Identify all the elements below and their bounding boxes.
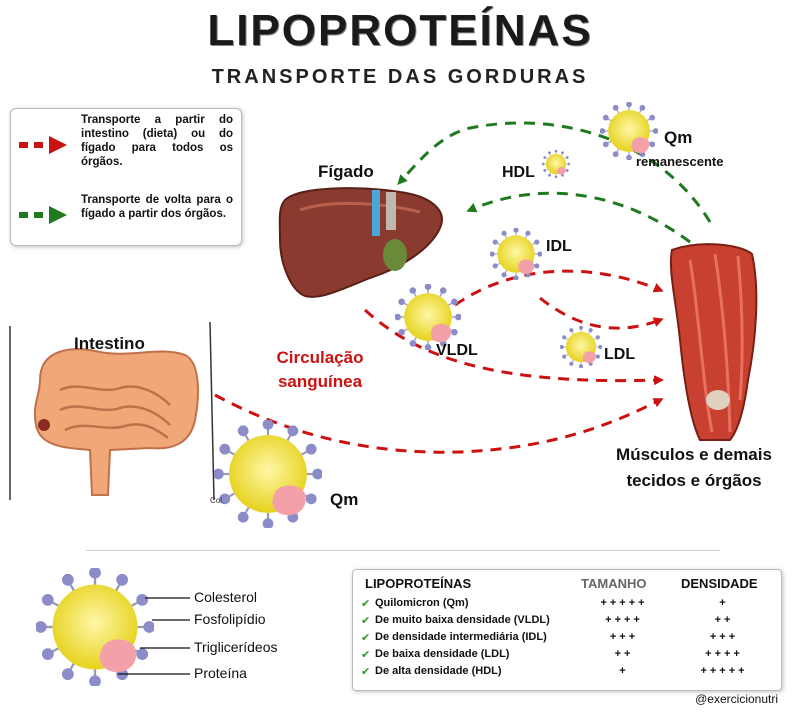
muscle-label-line1: Músculos e demais bbox=[616, 445, 772, 464]
table-row: ✔ De baixa densidade (LDL) ++ ++++ bbox=[361, 647, 773, 663]
table-header-size: TAMANHO bbox=[581, 576, 647, 591]
row-density: ++ bbox=[714, 614, 734, 626]
legend-red-text: Transporte a partir do intestino (dieta)… bbox=[81, 114, 233, 168]
table-header-density: DENSIDADE bbox=[681, 576, 758, 591]
row-density: +++ bbox=[709, 631, 739, 643]
arrow-vldl-to-muscle bbox=[454, 269, 664, 307]
ldl-particle bbox=[560, 326, 602, 368]
hdl-particle bbox=[542, 150, 570, 178]
intestine-illustration bbox=[9, 321, 215, 501]
check-icon: ✔ bbox=[361, 649, 371, 661]
arrow-hdl-to-liver bbox=[466, 191, 691, 244]
qm-label: Qm bbox=[330, 490, 359, 509]
circulation-label-line2: sanguínea bbox=[277, 372, 363, 391]
intestine-label: Intestino bbox=[74, 334, 145, 353]
table-row: ✔ De densidade intermediária (IDL) +++ +… bbox=[361, 630, 773, 646]
part-phospholipid: Fosfolipídio bbox=[194, 611, 266, 627]
muscle-label: Músculos e demais tecidos e órgãos bbox=[604, 442, 784, 494]
part-cholesterol: Colesterol bbox=[194, 589, 258, 605]
circulation-label-line1: Circulação bbox=[276, 348, 364, 367]
liver-label: Fígado bbox=[318, 162, 374, 181]
page-title: LIPOPROTEÍNAS bbox=[207, 6, 593, 55]
author-handle: @exercicionutri bbox=[695, 692, 778, 706]
circulation-label: Circulação sanguínea bbox=[255, 346, 385, 394]
qm-remnant-label: Qm bbox=[664, 128, 693, 147]
check-icon: ✔ bbox=[361, 615, 371, 627]
arrow-idl-to-muscle bbox=[539, 296, 664, 330]
table-header-name: LIPOPROTEÍNAS bbox=[365, 576, 472, 591]
arrow-qm-remnant-to-liver bbox=[397, 121, 712, 223]
green-dashed-arrow-icon bbox=[19, 206, 67, 224]
ldl-label: LDL bbox=[604, 346, 636, 363]
arrow-liver-to-muscle bbox=[363, 308, 664, 386]
check-icon: ✔ bbox=[361, 666, 371, 678]
section-divider bbox=[86, 550, 720, 551]
liver-illustration bbox=[278, 187, 443, 298]
row-size: ++ bbox=[614, 648, 634, 660]
row-size: ++++ bbox=[605, 614, 643, 626]
row-name: Quilomicron (Qm) bbox=[375, 597, 469, 609]
arrow-intestine-to-muscle bbox=[214, 393, 664, 454]
qm-remnant-sublabel: remanescente bbox=[636, 154, 724, 169]
muscle-label-line2: tecidos e órgãos bbox=[626, 471, 762, 490]
vldl-label: VLDL bbox=[436, 342, 478, 359]
row-size: +++++ bbox=[600, 597, 648, 609]
table-row: ✔ De alta densidade (HDL) + +++++ bbox=[361, 664, 773, 680]
col-label: Col. bbox=[210, 496, 225, 505]
row-name: De muito baixa densidade (VLDL) bbox=[375, 614, 550, 626]
table-row: ✔ Quilomicron (Qm) +++++ + bbox=[361, 596, 773, 612]
hdl-label: HDL bbox=[502, 164, 535, 181]
table-row: ✔ De muito baixa densidade (VLDL) ++++ +… bbox=[361, 613, 773, 629]
lipoprotein-structure-particle bbox=[36, 568, 154, 686]
lipoprotein-table: LIPOPROTEÍNAS TAMANHO DENSIDADE ✔ Quilom… bbox=[352, 569, 782, 691]
qm-remnant-particle bbox=[600, 102, 658, 160]
row-name: De alta densidade (HDL) bbox=[375, 665, 502, 677]
part-protein: Proteína bbox=[194, 665, 247, 681]
vldl-particle bbox=[395, 284, 461, 350]
row-size: +++ bbox=[609, 631, 639, 643]
row-density: ++++ bbox=[705, 648, 743, 660]
row-density: + bbox=[719, 597, 729, 609]
muscle-illustration bbox=[669, 243, 758, 441]
check-icon: ✔ bbox=[361, 598, 371, 610]
row-density: +++++ bbox=[700, 665, 748, 677]
legend-green-text: Transporte de volta para o fígado a part… bbox=[81, 194, 233, 220]
row-size: + bbox=[619, 665, 629, 677]
row-name: De densidade intermediária (IDL) bbox=[375, 631, 547, 643]
qm-particle bbox=[214, 420, 322, 528]
legend-box: Transporte a partir do intestino (dieta)… bbox=[10, 108, 242, 246]
part-triglycerides: Triglicerídeos bbox=[194, 639, 278, 655]
red-dashed-arrow-icon bbox=[19, 136, 67, 154]
idl-label: IDL bbox=[546, 238, 572, 255]
page-subtitle: TRANSPORTE DAS GORDURAS bbox=[211, 66, 589, 88]
check-icon: ✔ bbox=[361, 632, 371, 644]
row-name: De baixa densidade (LDL) bbox=[375, 648, 510, 660]
